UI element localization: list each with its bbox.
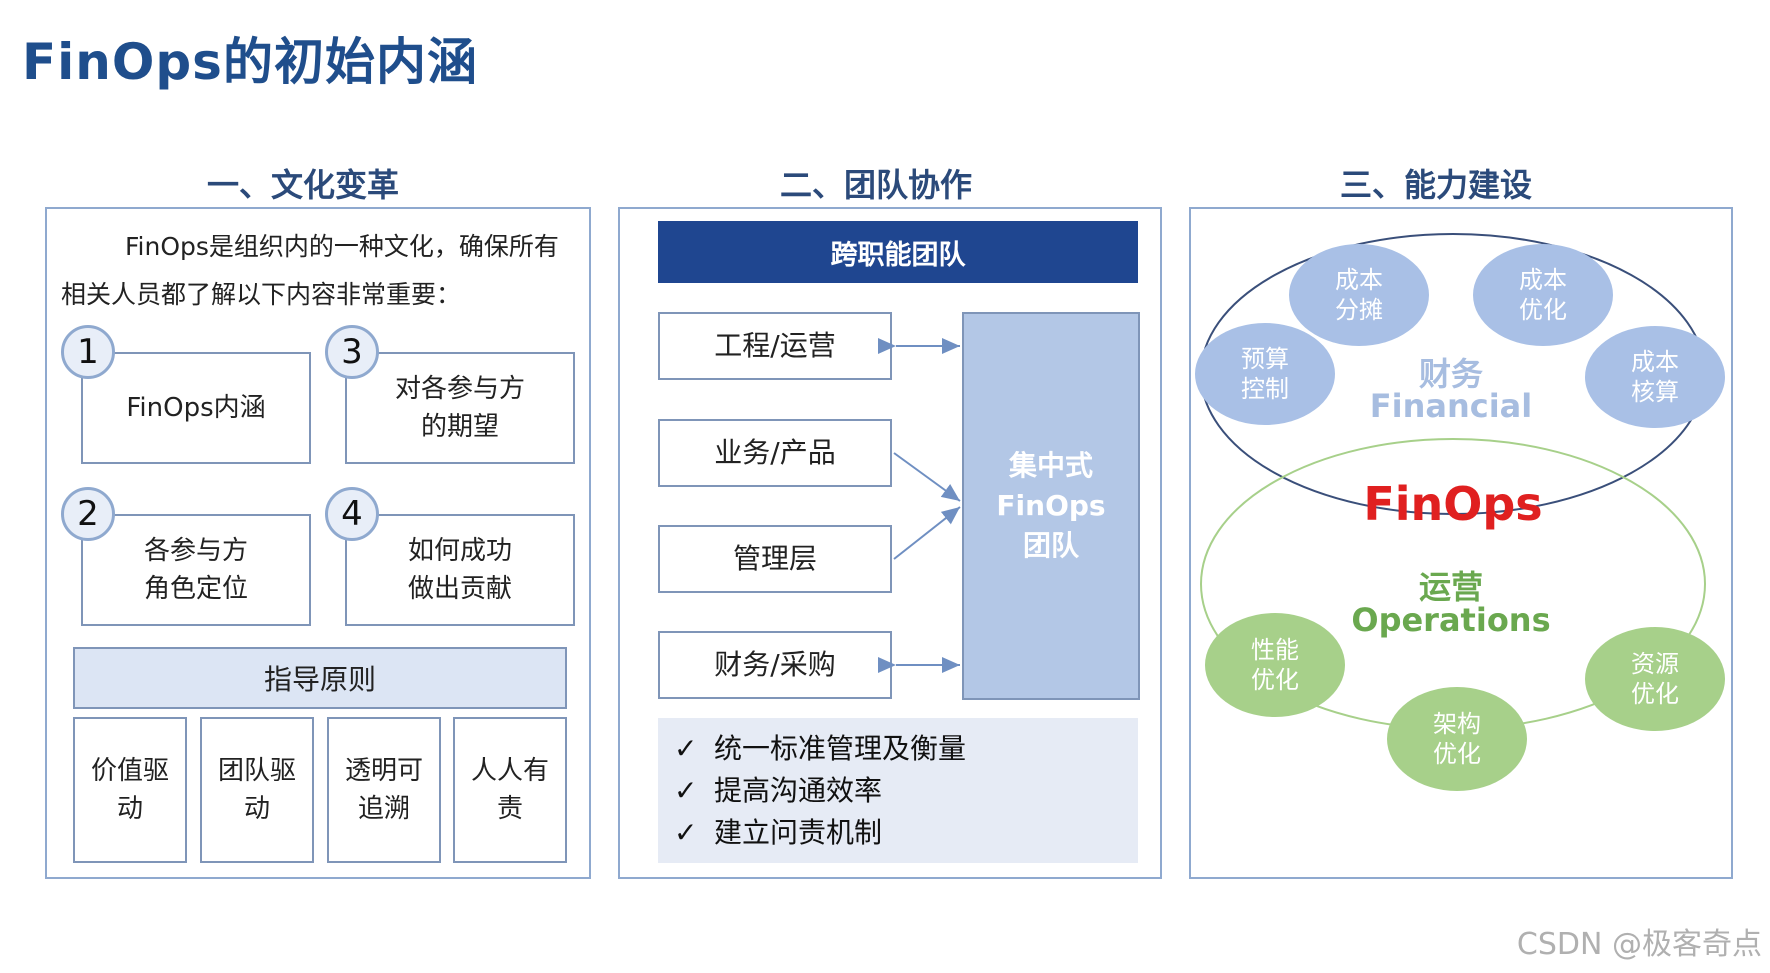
operations-label-en: Operations [1351, 601, 1551, 639]
bubble-resource-optimization: 资源 优化 [1585, 627, 1725, 731]
cross-functional-team-header: 跨职能团队 [658, 221, 1138, 283]
number-badge-4: 4 [325, 487, 379, 541]
team-checklist: ✓ 统一标准管理及衡量 ✓ 提高沟通效率 ✓ 建立问责机制 [658, 718, 1138, 863]
financial-label-cn: 财务 [1418, 355, 1483, 393]
bubble-architecture-optimization: 架构 优化 [1387, 687, 1527, 791]
check-item: ✓ 建立问责机制 [674, 812, 1138, 854]
section-title-team: 二、团队协作 [779, 166, 972, 204]
role-management: 管理层 [658, 525, 892, 593]
arrow-business [893, 452, 961, 502]
bubble-budget-control: 预算 控制 [1195, 323, 1335, 425]
number-badge-1: 1 [61, 325, 115, 379]
role-business: 业务/产品 [658, 419, 892, 487]
section-title-culture: 一、文化变革 [206, 166, 399, 204]
page-title: FinOps的初始内涵 [22, 33, 478, 91]
role-finance: 财务/采购 [658, 631, 892, 699]
culture-intro: FinOps是组织内的一种文化，确保所有相关人员都了解以下内容非常重要： [61, 232, 559, 309]
bubble-performance-optimization: 性能 优化 [1205, 613, 1345, 717]
check-icon: ✓ [674, 774, 698, 807]
principle-transparency: 透明可 追溯 [327, 717, 441, 863]
principle-value: 价值驱 动 [73, 717, 187, 863]
operations-label-cn: 运营 [1418, 568, 1483, 606]
check-item: ✓ 统一标准管理及衡量 [674, 728, 1138, 770]
connector-arrows [878, 338, 961, 673]
culture-item-1: FinOps内涵 [81, 352, 311, 464]
role-engineering: 工程/运营 [658, 312, 892, 380]
check-icon: ✓ [674, 816, 698, 849]
culture-item-4: 如何成功 做出贡献 [345, 514, 575, 626]
check-item: ✓ 提高沟通效率 [674, 770, 1138, 812]
finops-center-label: FinOps [1363, 477, 1543, 531]
watermark: CSDN @极客奇点 [1516, 927, 1762, 962]
guide-principles-header: 指导原则 [73, 647, 567, 709]
section-title-capability: 三、能力建设 [1339, 166, 1532, 204]
financial-label-en: Financial [1369, 387, 1533, 425]
team-panel: 跨职能团队 工程/运营 业务/产品 管理层 财务/采购 集中式 FinOps 团… [618, 207, 1162, 879]
number-badge-3: 3 [325, 325, 379, 379]
principle-team: 团队驱 动 [200, 717, 314, 863]
bubble-cost-allocation: 成本 分摊 [1289, 244, 1429, 346]
arrow-management [893, 506, 961, 560]
check-text: 提高沟通效率 [714, 774, 883, 807]
culture-item-3: 对各参与方 的期望 [345, 352, 575, 464]
bubble-cost-accounting: 成本 核算 [1585, 326, 1725, 428]
principle-accountability: 人人有 责 [453, 717, 567, 863]
check-text: 建立问责机制 [714, 816, 883, 849]
bubble-cost-optimization: 成本 优化 [1473, 244, 1613, 346]
number-badge-2: 2 [61, 487, 115, 541]
check-icon: ✓ [674, 732, 698, 765]
check-text: 统一标准管理及衡量 [714, 732, 967, 765]
capability-panel: 财务 Financial FinOps 运营 Operations 成本 分摊 … [1189, 207, 1733, 879]
culture-panel: FinOps是组织内的一种文化，确保所有相关人员都了解以下内容非常重要： Fin… [45, 207, 591, 879]
culture-item-2: 各参与方 角色定位 [81, 514, 311, 626]
central-finops-team: 集中式 FinOps 团队 [962, 312, 1140, 700]
